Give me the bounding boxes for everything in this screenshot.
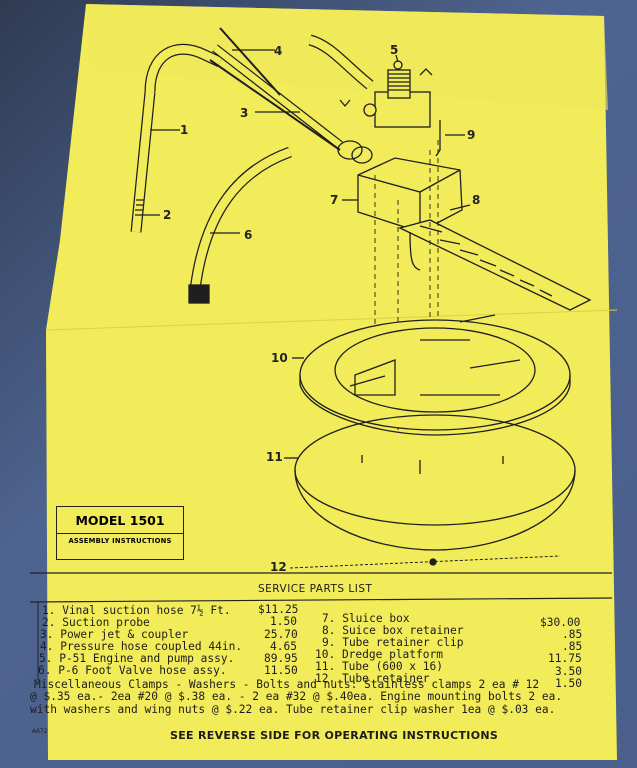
exploded-diagram: [130, 27, 592, 569]
part-label: 10. Dredge platform: [315, 648, 443, 661]
part-price: .85: [562, 640, 583, 653]
model-divider: [57, 533, 183, 534]
part-label: 1. Vinal suction hose 7½ Ft.: [42, 604, 231, 617]
model-label-box: MODEL 1501 ASSEMBLY INSTRUCTIONS: [56, 506, 184, 560]
form-code: A672: [32, 728, 48, 735]
part-price: .85: [562, 628, 583, 641]
part-label: 2. Suction probe: [42, 616, 150, 629]
model-subtitle: ASSEMBLY INSTRUCTIONS: [68, 537, 172, 545]
callout-4: 4: [274, 44, 283, 58]
part-price: 11.75: [548, 652, 582, 665]
callout-5: 5: [390, 43, 399, 57]
model-title: MODEL 1501: [75, 513, 165, 528]
parts-list-title: SERVICE PARTS LIST: [258, 583, 373, 595]
part-price: 1.50: [270, 615, 297, 628]
part-label: 6. P-6 Foot Valve hose assy.: [38, 664, 227, 677]
callout-12: 12: [270, 560, 287, 574]
part-price: $11.25: [258, 603, 299, 616]
misc-line: with washers and wing nuts @ $.22 ea. Tu…: [30, 703, 556, 716]
callout-10: 10: [271, 351, 288, 365]
part-label: 4. Pressure hose coupled 44in.: [40, 640, 243, 653]
part-price: $30.00: [540, 616, 581, 629]
callout-6: 6: [244, 228, 253, 242]
part-price: 3.50: [555, 665, 582, 678]
part-label: 9. Tube retainer clip: [322, 636, 464, 649]
misc-line: @ $.35 ea.- 2ea #20 @ $.38 ea. - 2 ea #3…: [30, 690, 563, 703]
callout-3: 3: [240, 106, 249, 120]
callout-7: 7: [330, 193, 339, 207]
part-label: 11. Tube (600 x 16): [315, 660, 443, 673]
reverse-side-note: SEE REVERSE SIDE FOR OPERATING INSTRUCTI…: [170, 729, 499, 742]
part-price: 25.70: [264, 628, 298, 641]
callout-9: 9: [467, 128, 476, 142]
misc-line: Miscellaneous Clamps - Washers - Bolts a…: [34, 678, 540, 691]
part-price: 89.95: [264, 652, 298, 665]
part-label: 8. Suice box retainer: [322, 624, 464, 637]
part-price: 11.50: [264, 664, 298, 677]
part-label: 5. P-51 Engine and pump assy.: [39, 652, 235, 665]
callout-8: 8: [472, 193, 481, 207]
callout-1: 1: [180, 123, 189, 137]
callout-11: 11: [266, 450, 283, 464]
part-label: 3. Power jet & coupler: [40, 628, 189, 641]
part-label: 12. Tube retainer: [315, 672, 430, 685]
part-price: 1.50: [555, 677, 582, 690]
part-label: 7. Sluice box: [322, 612, 410, 625]
callout-2: 2: [163, 208, 172, 222]
part-price: 4.65: [270, 640, 297, 653]
